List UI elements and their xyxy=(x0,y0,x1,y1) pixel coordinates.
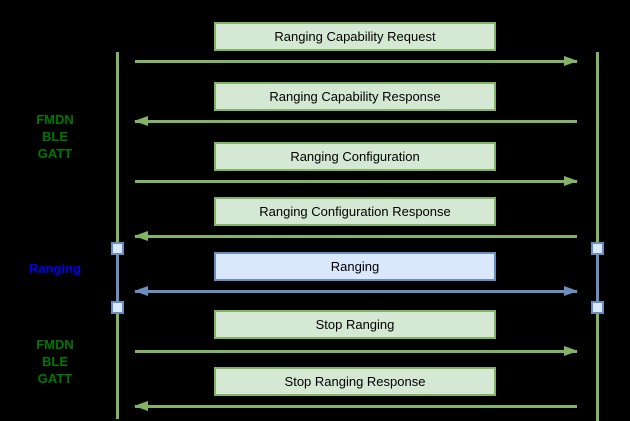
arrow-ranging-capability-request xyxy=(135,56,578,66)
message-box-ranging-capability-request: Ranging Capability Request xyxy=(214,22,496,51)
message-box-ranging: Ranging xyxy=(214,252,496,281)
arrow-ranging-bidirectional xyxy=(134,286,578,296)
arrow-ranging-configuration-response xyxy=(134,231,577,241)
message-box-ranging-capability-response: Ranging Capability Response xyxy=(214,82,496,111)
lifeline-left-ranging-segment xyxy=(116,248,119,308)
activation-marker-left-start xyxy=(111,242,124,255)
message-box-stop-ranging-response: Stop Ranging Response xyxy=(214,367,496,396)
activation-marker-right-end xyxy=(591,301,604,314)
message-box-ranging-configuration-response: Ranging Configuration Response xyxy=(214,197,496,226)
message-box-stop-ranging: Stop Ranging xyxy=(214,310,496,339)
phase-label-fmdn-ble-gatt-bottom: FMDN BLE GATT xyxy=(36,337,74,386)
phase-label-ranging: Ranging xyxy=(29,261,81,276)
arrow-stop-ranging xyxy=(135,346,578,356)
arrow-ranging-capability-response xyxy=(134,116,577,126)
activation-marker-left-end xyxy=(111,301,124,314)
lifeline-right xyxy=(596,52,599,421)
message-box-ranging-configuration: Ranging Configuration xyxy=(214,142,496,171)
phase-label-fmdn-ble-gatt-top: FMDN BLE GATT xyxy=(36,112,74,161)
activation-marker-right-start xyxy=(591,242,604,255)
lifeline-right-ranging-segment xyxy=(596,248,599,308)
arrow-ranging-configuration xyxy=(135,176,578,186)
arrow-stop-ranging-response xyxy=(134,401,577,411)
lifeline-left xyxy=(116,52,119,419)
